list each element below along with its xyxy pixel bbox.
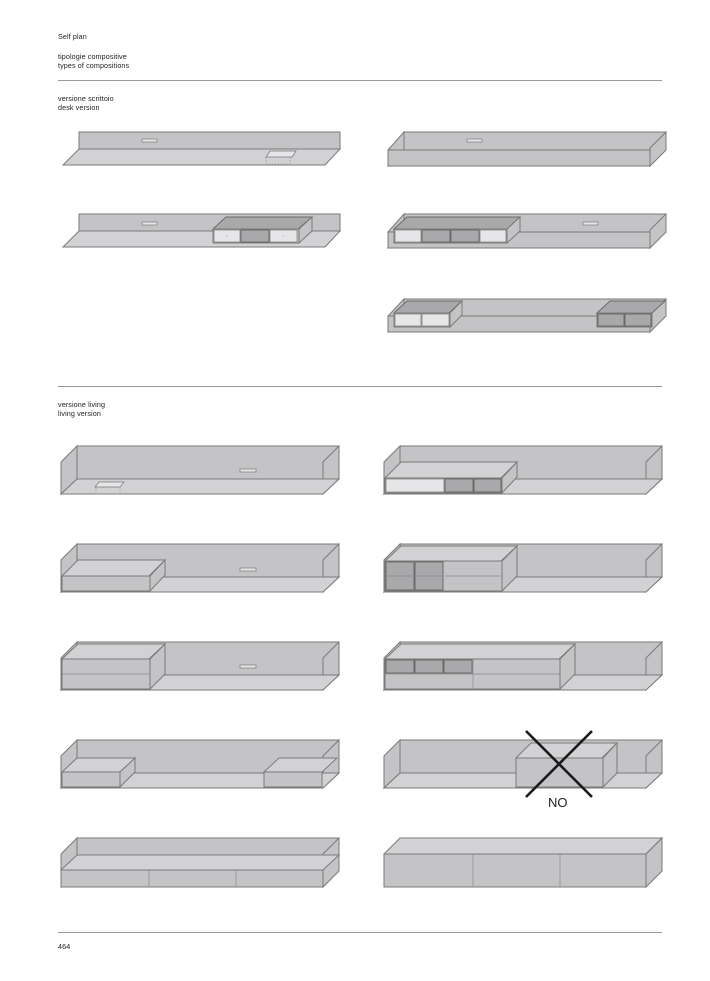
- subtitle-english: types of compositions: [58, 61, 130, 70]
- living-composition-7: [59, 738, 341, 790]
- desk-composition-5: [387, 297, 667, 334]
- living-composition-4: [382, 542, 664, 594]
- header-divider: [58, 80, 662, 81]
- forbidden-label: NO: [548, 795, 568, 810]
- living-composition-5: [59, 640, 341, 692]
- living-composition-9: [59, 836, 341, 889]
- desk-section-label-en: desk version: [58, 103, 100, 112]
- desk-composition-1: [61, 131, 342, 166]
- desk-composition-4: [387, 212, 667, 250]
- living-section-label-en: living version: [58, 409, 101, 418]
- living-composition-2: [382, 444, 664, 496]
- living-composition-3: [59, 542, 341, 594]
- subtitle-italian: tipologie compositive: [58, 52, 127, 61]
- desk-composition-2: [387, 130, 667, 168]
- living-composition-10: [382, 836, 664, 889]
- footer-divider: [58, 932, 662, 933]
- living-section-label-it: versione living: [58, 400, 106, 409]
- page-number: 464: [58, 942, 71, 951]
- desk-composition-3: [61, 213, 342, 248]
- desk-section-label-it: versione scrittoio: [58, 94, 114, 103]
- living-composition-6: [382, 640, 664, 692]
- living-composition-8-forbidden: NO: [382, 730, 664, 810]
- product-title: Self plan: [58, 32, 87, 41]
- section-divider: [58, 386, 662, 387]
- living-composition-1: [59, 444, 341, 496]
